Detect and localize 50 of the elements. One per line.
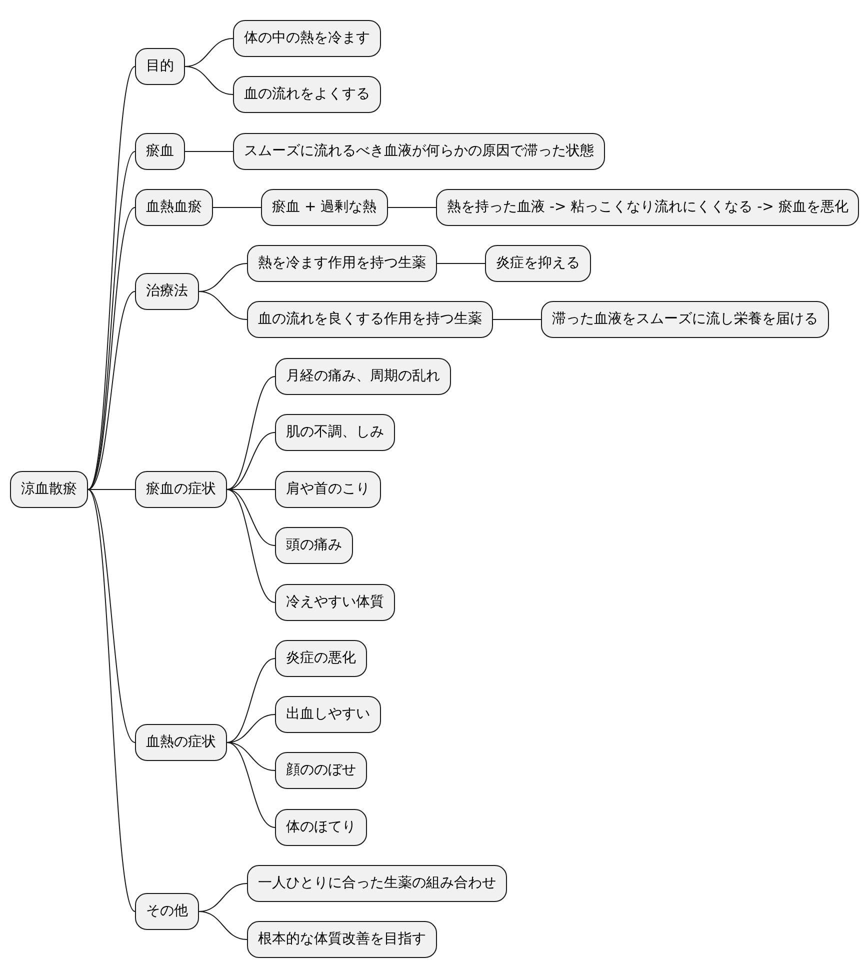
topic-box: 瘀血の症状 bbox=[135, 471, 227, 508]
topic-box: 体のほてり bbox=[275, 809, 367, 846]
root-node: 涼血散瘀 bbox=[10, 471, 88, 508]
connector-line bbox=[226, 432, 276, 490]
connector-line bbox=[226, 742, 276, 828]
topic-box: 治療法 bbox=[135, 273, 199, 310]
connector-line bbox=[184, 66, 234, 95]
connector-line bbox=[212, 207, 262, 208]
topic-box: 炎症を抑える bbox=[485, 245, 591, 282]
connector-line bbox=[226, 742, 276, 771]
topic-box: 出血しやすい bbox=[275, 696, 381, 733]
topic-box: 目的 bbox=[135, 48, 185, 85]
connector-line bbox=[184, 151, 234, 152]
topic-box: 月経の痛み、周期の乱れ bbox=[275, 358, 451, 395]
connector-line bbox=[88, 151, 136, 490]
topic-box: 炎症の悪化 bbox=[275, 640, 367, 677]
connector-line bbox=[226, 489, 276, 603]
topic-box: 肌の不調、しみ bbox=[275, 414, 395, 451]
topic-box: 頭の痛み bbox=[275, 527, 353, 564]
topic-box: 瘀血 bbox=[135, 133, 185, 170]
connector-line bbox=[387, 207, 436, 208]
topic-box: 瘀血 + 過剰な熱 bbox=[261, 189, 388, 226]
topic-box: 血の流れをよくする bbox=[233, 76, 381, 113]
topic-box: 血熱の症状 bbox=[135, 724, 227, 761]
topic-box: 根本的な体質改善を目指す bbox=[247, 921, 437, 958]
topic-box: 熱を持った血液 -> 粘っこくなり流れにくくなる -> 瘀血を悪化 bbox=[436, 189, 860, 226]
connector-line bbox=[88, 489, 136, 490]
topic-box: 肩や首のこり bbox=[275, 471, 381, 508]
topic-box: 熱を冷ます作用を持つ生薬 bbox=[247, 245, 437, 282]
connector-line bbox=[492, 319, 542, 320]
topic-box: 血の流れを良くする作用を持つ生薬 bbox=[247, 301, 493, 338]
topic-box: スムーズに流れるべき血液が何らかの原因で滞った状態 bbox=[233, 133, 605, 170]
topic-box: その他 bbox=[135, 893, 199, 930]
connector-line bbox=[226, 376, 276, 490]
topic-box: 滞った血液をスムーズに流し栄養を届ける bbox=[541, 301, 829, 338]
connector-line bbox=[436, 263, 486, 264]
connector-line bbox=[88, 489, 136, 912]
topic-box: 冷えやすい体質 bbox=[275, 584, 395, 621]
connector-line bbox=[198, 911, 248, 940]
connector-line bbox=[88, 489, 136, 743]
connector-line bbox=[88, 66, 136, 490]
connector-line bbox=[198, 291, 248, 320]
topic-box: 血熱血瘀 bbox=[135, 189, 213, 226]
connector-line bbox=[226, 489, 276, 546]
topic-box: 顔ののぼせ bbox=[275, 752, 367, 789]
connector-line bbox=[88, 291, 136, 490]
topic-box: 一人ひとりに合った生薬の組み合わせ bbox=[247, 865, 507, 902]
topic-box: 体の中の熱を冷ます bbox=[233, 20, 381, 57]
connector-line bbox=[88, 207, 136, 490]
connector-line bbox=[226, 658, 276, 743]
